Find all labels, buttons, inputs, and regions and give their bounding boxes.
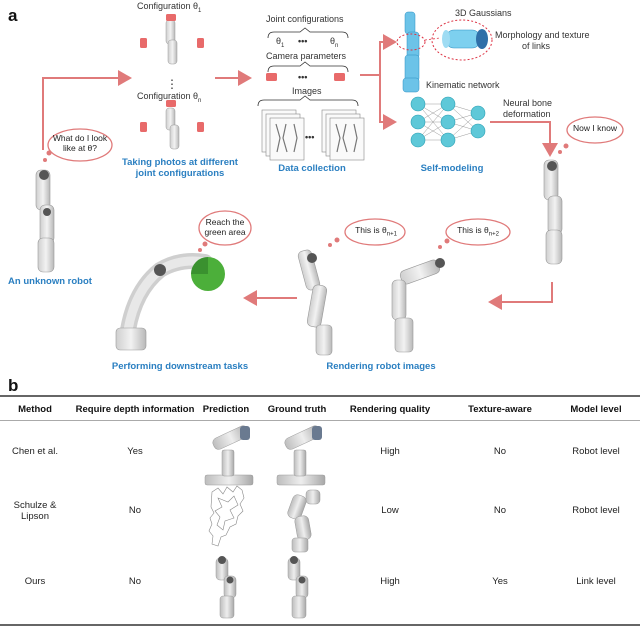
morphology-label-2: of links <box>522 41 551 51</box>
row2-depth: No <box>128 505 142 516</box>
kinematic-label: Kinematic network <box>426 80 500 90</box>
row1-depth: Yes <box>127 446 143 457</box>
joint-configurations-label: Joint configurations <box>266 14 344 24</box>
arrow-data-to-kinematic <box>379 75 397 130</box>
config-1-robot <box>165 19 178 65</box>
arrow-data-to-gaussians <box>360 34 397 76</box>
arrow-robot-to-rendering <box>488 282 553 310</box>
row3-method: Ours <box>24 576 46 587</box>
row2-quality: Low <box>381 505 399 516</box>
row2-method: Schulze & Lipson <box>13 500 57 523</box>
row1-method: Chen et al. <box>12 446 58 457</box>
header-depth: Require depth information <box>75 404 195 415</box>
camera-ellipsis: ••• <box>298 72 308 82</box>
caption-rendering: Rendering robot images <box>326 361 436 372</box>
neural-bone-label: Neural bone <box>503 98 553 108</box>
bubble-this-1-text: This is θn+1 <box>355 225 397 238</box>
header-ground-truth: Ground truth <box>267 404 327 415</box>
row3-texture: Yes <box>492 576 508 587</box>
caption-unknown-robot: An unknown robot <box>8 276 92 287</box>
joint-ellipsis: ••• <box>298 36 308 46</box>
bubble-this-2 <box>445 218 511 246</box>
header-model-level: Model level <box>570 404 622 415</box>
ours-ground-truth <box>287 556 309 619</box>
row3-level: Link level <box>576 576 616 587</box>
bubble-this-2-text: This is θn+2 <box>457 225 499 238</box>
morphology-label: Morphology and texture <box>495 30 590 40</box>
panel-b-label: b <box>8 376 19 395</box>
config-1-label: Configuration θ1 <box>137 1 202 14</box>
bubble-reach-text: Reach the green area <box>204 217 246 237</box>
arrow-kinematic-to-robot <box>490 121 558 157</box>
downstream-robot <box>115 253 213 351</box>
theta-n-label: θn <box>330 36 339 49</box>
unknown-robot-illustration <box>35 169 55 273</box>
caption-self-modeling: Self-modeling <box>420 163 484 174</box>
bubble-look <box>47 128 113 162</box>
chen-ground-truth <box>276 425 326 486</box>
ours-prediction <box>215 556 237 619</box>
table-thumbnails <box>204 425 326 619</box>
row1-texture: No <box>493 446 507 457</box>
deformation-label: deformation <box>503 109 551 119</box>
camera-icons <box>140 14 204 132</box>
config-n-label: Configuration θn <box>137 91 202 104</box>
table-top-rule <box>0 395 640 397</box>
rendered-robot-1 <box>297 249 333 356</box>
caption-taking-photos: Taking photos at different joint configu… <box>122 157 238 179</box>
header-method: Method <box>18 404 52 415</box>
arrow-robot-to-photos <box>42 70 132 150</box>
bubble-look-text: What do I look like at θ? <box>52 133 108 153</box>
theta-1-label: θ1 <box>276 36 285 49</box>
gaussian-link-illustration <box>442 29 488 49</box>
schulze-ground-truth <box>287 489 321 553</box>
images-label: Images <box>292 86 322 96</box>
bubble-know <box>566 116 624 144</box>
bubble-reach <box>198 210 252 246</box>
row1-quality: High <box>380 446 400 457</box>
row2-level: Robot level <box>572 505 620 516</box>
row3-depth: No <box>128 576 142 587</box>
schulze-prediction <box>208 485 245 547</box>
gaussian-zoom-ellipse <box>431 19 493 61</box>
bubble-this-1 <box>344 218 406 246</box>
header-prediction: Prediction <box>202 404 250 415</box>
chen-prediction <box>204 425 254 486</box>
svg-text:⋮: ⋮ <box>166 77 178 91</box>
table-header-rule <box>0 420 640 421</box>
self-aware-robot <box>543 159 563 265</box>
bubble-know-text: Now I know <box>573 123 617 133</box>
images-ellipsis: ••• <box>305 132 315 142</box>
table-bottom-rule <box>0 624 640 626</box>
gaussian-robot <box>402 11 420 93</box>
config-n-robot <box>165 107 180 150</box>
header-texture-aware: Texture-aware <box>468 404 532 415</box>
row1-level: Robot level <box>572 446 620 457</box>
header-rendering-quality: Rendering quality <box>349 404 431 415</box>
caption-downstream: Performing downstream tasks <box>111 361 249 372</box>
rendered-robot-2 <box>391 258 445 353</box>
row2-texture: No <box>493 505 507 516</box>
panel-a-graphics: ⋮ <box>35 11 624 356</box>
gaussians-label: 3D Gaussians <box>455 8 512 18</box>
caption-data-collection: Data collection <box>278 163 346 174</box>
row3-quality: High <box>380 576 400 587</box>
camera-parameters-label: Camera parameters <box>266 51 347 61</box>
panel-a-label: a <box>8 6 18 25</box>
